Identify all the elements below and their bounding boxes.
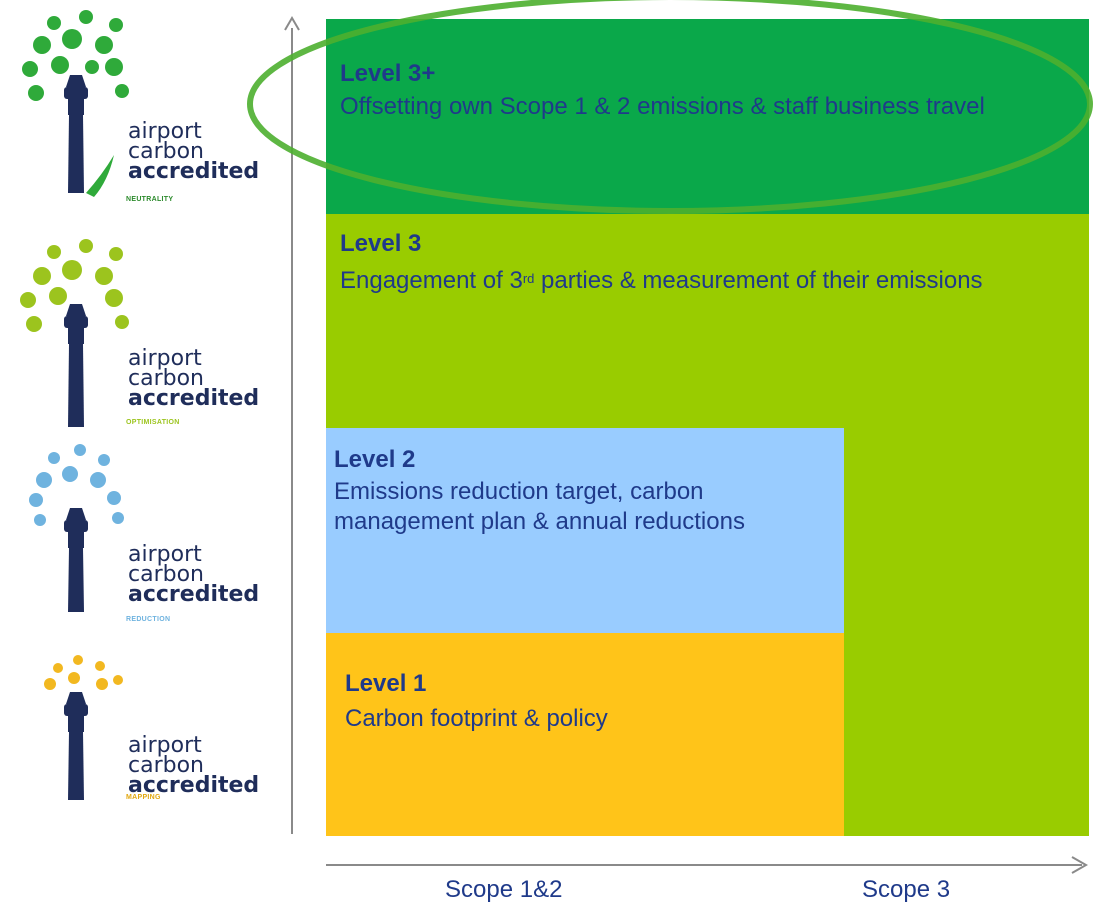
level-2-description: Emissions reduction target, carbon manag… <box>334 478 745 535</box>
level-1-description: Carbon footprint & policy <box>345 705 608 732</box>
highlight-ellipse <box>247 0 1093 214</box>
level-1-title: Level 1 <box>345 670 427 697</box>
level-3-title: Level 3 <box>340 230 422 257</box>
vertical-axis-arrow-icon <box>284 16 300 31</box>
level-1-block <box>326 633 844 836</box>
scope-1-2-label: Scope 1&2 <box>445 876 563 903</box>
vertical-axis <box>291 28 293 834</box>
scope-3-label: Scope 3 <box>862 876 951 903</box>
level-2-title: Level 2 <box>334 446 416 473</box>
tree-tower-icon <box>29 444 124 612</box>
level-2-block <box>326 428 844 633</box>
logo-level-label: REDUCTION <box>126 616 171 623</box>
level-3plus-title: Level 3+ <box>340 60 436 87</box>
tree-tower-icon <box>44 655 123 800</box>
level-3-description: Engagement of 3rd parties & measurement … <box>340 267 983 294</box>
logo-level-label: NEUTRALITY <box>126 196 174 203</box>
horizontal-axis <box>326 864 1082 866</box>
logo-level-label: OPTIMISATION <box>126 419 180 426</box>
level-3plus-description: Offsetting own Scope 1 & 2 emissions & s… <box>340 93 985 120</box>
horizontal-axis-arrow-icon <box>1071 856 1089 874</box>
tree-tower-icon <box>20 239 129 427</box>
logo-level-label: MAPPING <box>126 794 161 801</box>
tree-tower-icon <box>22 10 129 197</box>
